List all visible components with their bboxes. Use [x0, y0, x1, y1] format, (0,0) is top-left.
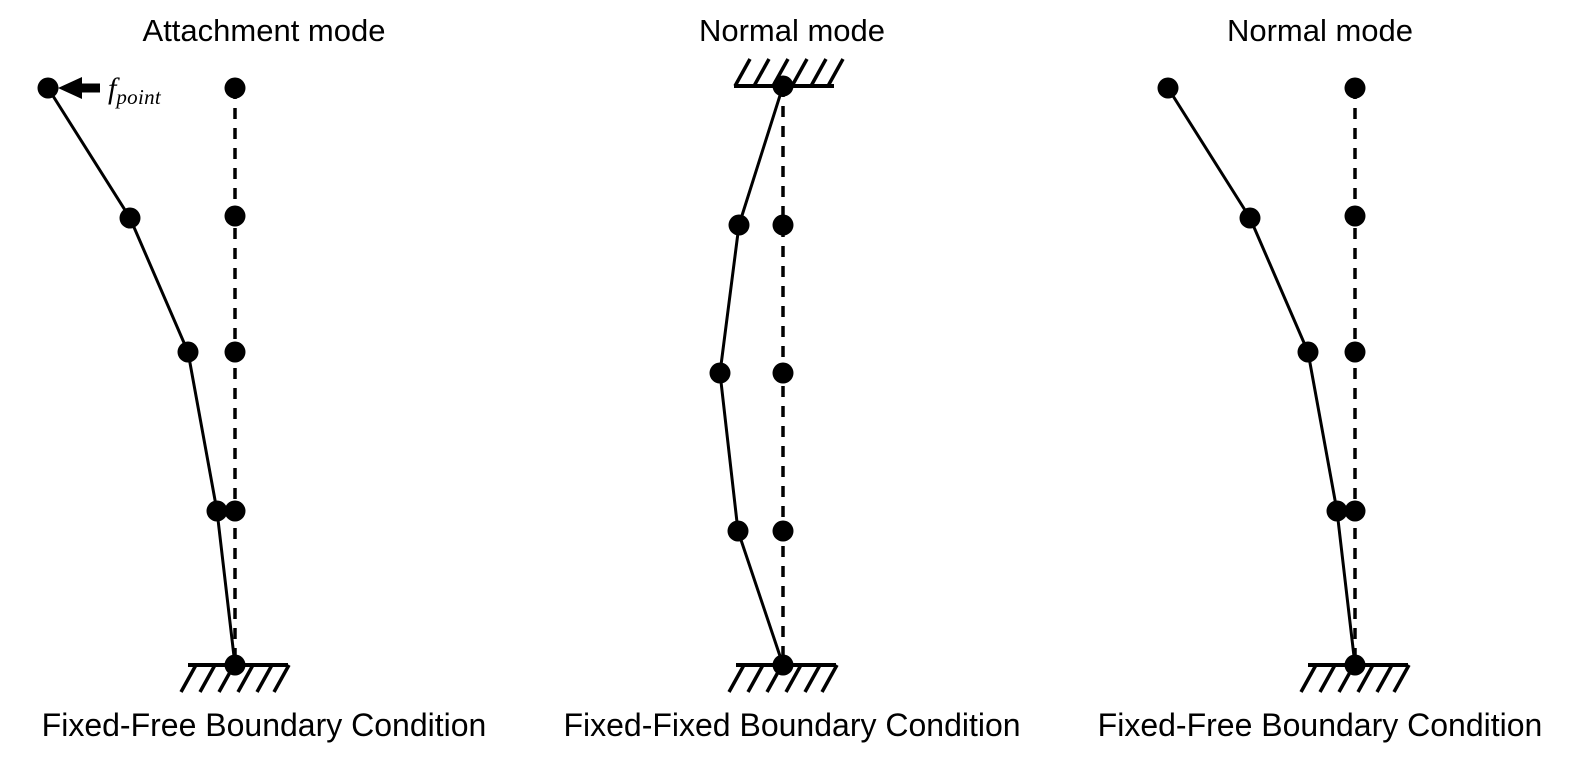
deformed-node — [727, 520, 749, 542]
panel-diagram-normal-fixed-fixed — [709, 58, 845, 693]
deformed-node — [709, 362, 731, 384]
fixed-base-node — [224, 654, 246, 676]
force-subscript: point — [116, 85, 162, 109]
reference-node — [1344, 341, 1366, 363]
reference-node — [772, 520, 794, 542]
panel-normal-mode-fixed-fixed: Normal mode — [528, 0, 1056, 759]
deformed-shape-line — [1166, 86, 1357, 667]
deformed-node — [1326, 500, 1348, 522]
fixed-top-node — [772, 75, 794, 97]
deformed-node — [37, 77, 59, 99]
reference-node — [1344, 500, 1366, 522]
deformed-node — [1239, 207, 1261, 229]
deformed-shape-line — [46, 86, 237, 667]
force-arrow-icon — [58, 77, 100, 99]
fixed-support-top-icon — [733, 58, 845, 88]
fixed-base-node — [1344, 654, 1366, 676]
panel-attachment-mode: Attachment mode — [0, 0, 528, 759]
reference-node — [224, 500, 246, 522]
panel-caption: Fixed-Fixed Boundary Condition — [563, 707, 1021, 743]
deformed-node — [119, 207, 141, 229]
force-symbol: f — [108, 72, 117, 105]
force-label: fpoint — [108, 72, 162, 110]
reference-node — [772, 214, 794, 236]
panel-diagram-normal-fixed-free — [1157, 77, 1411, 693]
panel-normal-mode-fixed-free: Normal mode — [1056, 0, 1584, 759]
reference-node — [224, 341, 246, 363]
panel-diagram-attachment — [37, 77, 291, 693]
reference-node — [1344, 77, 1366, 99]
fixed-base-node — [772, 654, 794, 676]
panel-title: Normal mode — [698, 13, 886, 48]
panel-caption: Fixed-Free Boundary Condition — [1097, 707, 1543, 743]
deformed-node — [1157, 77, 1179, 99]
deformed-node — [206, 500, 228, 522]
deformed-node — [177, 341, 199, 363]
reference-node — [1344, 205, 1366, 227]
panel-title: Attachment mode — [142, 13, 386, 48]
reference-node — [772, 362, 794, 384]
deformed-node — [728, 214, 750, 236]
panel-title: Normal mode — [1226, 13, 1414, 48]
reference-node — [224, 205, 246, 227]
deformed-node — [1297, 341, 1319, 363]
reference-node — [224, 77, 246, 99]
panel-caption: Fixed-Free Boundary Condition — [41, 707, 487, 743]
